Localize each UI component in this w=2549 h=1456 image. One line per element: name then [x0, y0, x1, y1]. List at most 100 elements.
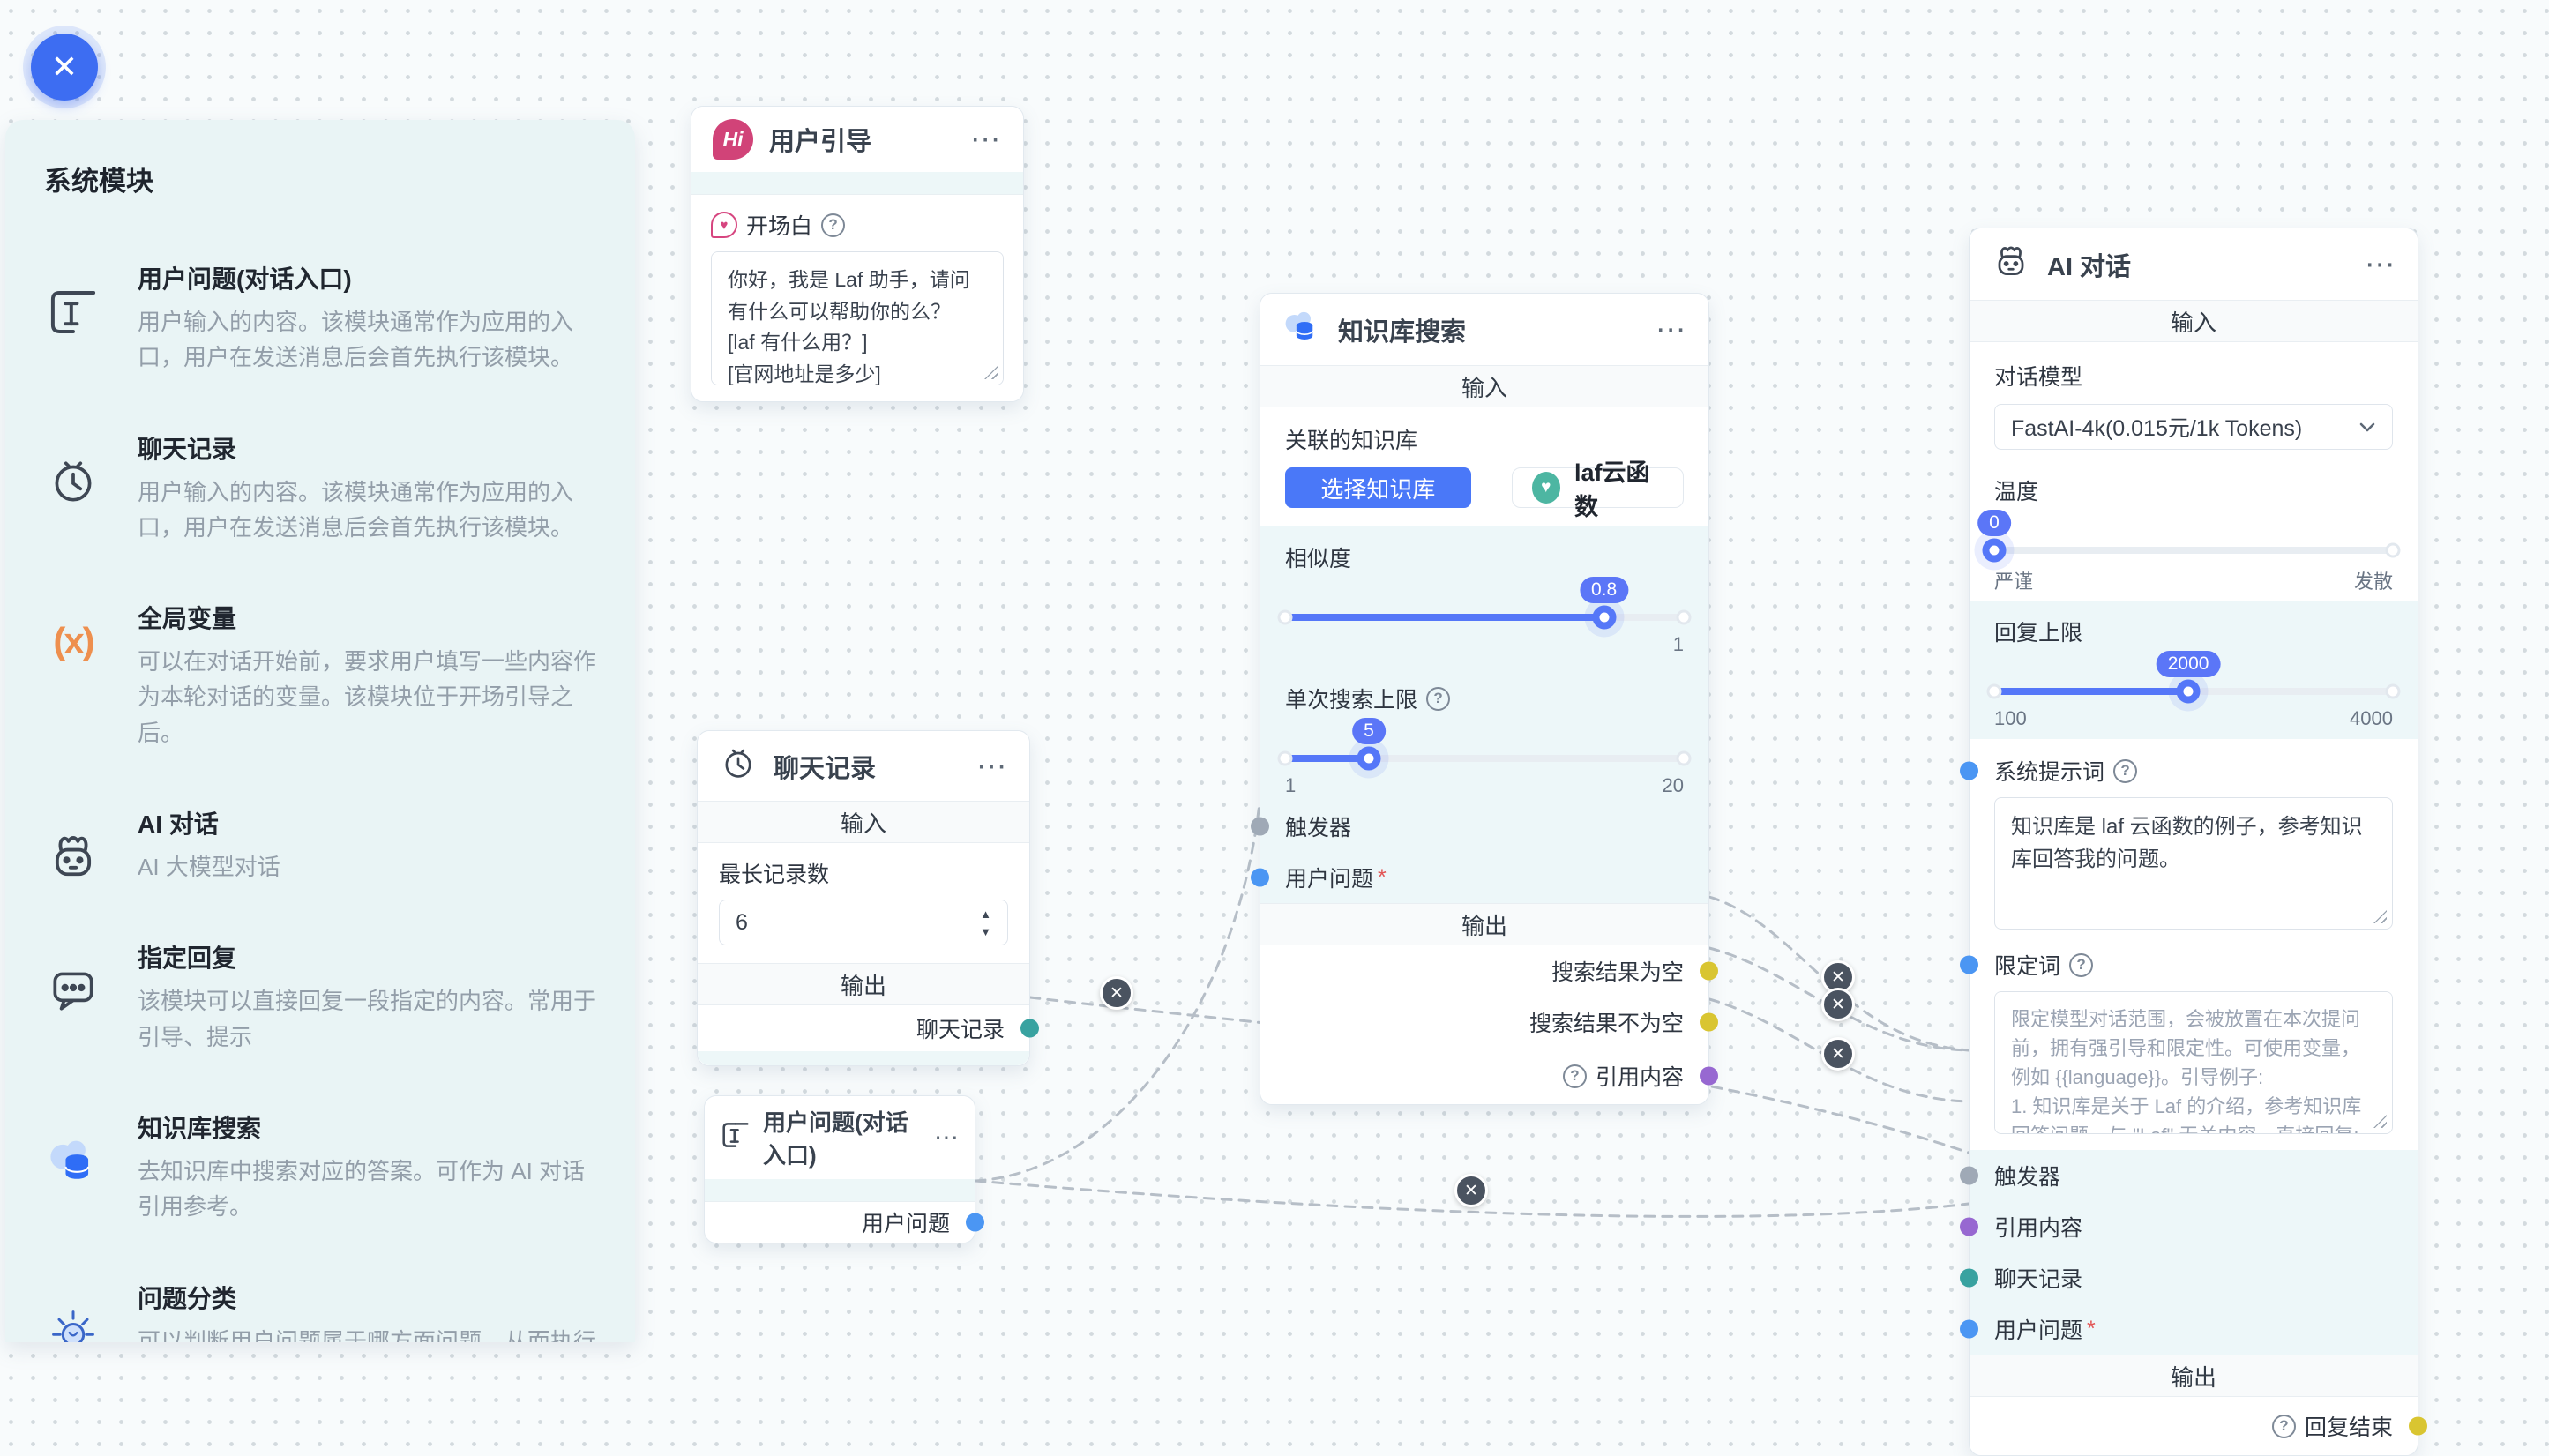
user-question-label: 用户问题 [1994, 1318, 2083, 1343]
node-title: 用户引导 [769, 128, 872, 156]
question-circle-icon[interactable]: ? [2271, 1414, 2296, 1438]
input-port-trigger: 触发器 [1251, 801, 1708, 852]
port-dot-quote[interactable] [1700, 1066, 1718, 1086]
max-tokens-slider-thumb[interactable] [2176, 679, 2201, 704]
port-dot-trigger[interactable] [1960, 1166, 1978, 1185]
node-title: 知识库搜索 [1338, 317, 1467, 347]
port-dot-not-empty[interactable] [1700, 1012, 1718, 1032]
input-port-history: 聊天记录 [1960, 1252, 2418, 1303]
greeting-textarea[interactable]: 你好，我是 Laf 助手，请问有什么可以帮助你的么？ [laf 有什么用？] [… [711, 251, 1004, 385]
sidebar-item-title: 用户问题(对话入口) [138, 265, 352, 293]
question-circle-icon[interactable]: ? [2113, 758, 2138, 783]
port-dot-history-out[interactable] [1020, 1019, 1039, 1038]
limit-prompt-label: 限定词 [1994, 954, 2061, 979]
port-dot-empty[interactable] [1700, 961, 1718, 981]
similarity-max-tick: 1 [1672, 633, 1684, 655]
node-menu-icon[interactable]: ⋯ [1656, 312, 1687, 347]
limit-prompt-textarea[interactable] [1994, 991, 2393, 1134]
node-menu-icon[interactable]: ⋯ [2365, 247, 2396, 281]
sidebar-item-desc: 用户输入的内容。该模块通常作为应用的入口，用户在发送消息后会首先执行该模块。 [138, 309, 574, 371]
question-circle-icon[interactable]: ? [2069, 952, 2094, 977]
close-button[interactable]: ✕ [31, 34, 98, 101]
model-label: 对话模型 [1994, 365, 2083, 390]
delete-connection-button[interactable]: ✕ [1821, 1037, 1855, 1071]
port-dot-quote[interactable] [1960, 1217, 1978, 1236]
port-dot-limit-prompt[interactable] [1960, 955, 1978, 974]
sidebar-item-title: 知识库搜索 [138, 1114, 262, 1142]
search-limit-min-tick: 1 [1285, 774, 1297, 796]
search-limit-slider-thumb[interactable] [1357, 746, 1381, 771]
node-chat-history-header[interactable]: 聊天记录 ⋯ [698, 731, 1029, 801]
header-strip [691, 172, 1023, 195]
max-tokens-min-tick: 100 [1994, 707, 2027, 729]
temperature-slider-thumb[interactable] [1982, 538, 2007, 563]
port-dot-user-question[interactable] [1960, 1319, 1978, 1339]
node-menu-icon[interactable]: ⋯ [976, 749, 1008, 783]
output-section-header: 输出 [1260, 903, 1708, 945]
node-user-question[interactable]: 用户问题(对话入口) ⋯ 用户问题 [704, 1095, 984, 1243]
history-output-label: 聊天记录 [916, 1018, 1005, 1042]
port-dot-user-question-out[interactable] [966, 1213, 984, 1232]
variable-icon: (x) [53, 620, 94, 662]
output-port-quote: ? 引用内容 [1260, 1048, 1718, 1104]
sidebar-item-fixed-reply[interactable]: 指定回复 该模块可以直接回复一段指定的内容。常用于引导、提示 [39, 939, 602, 1055]
node-user-question-header[interactable]: 用户问题(对话入口) ⋯ [705, 1096, 975, 1179]
sidebar-item-global-variable[interactable]: (x) 全局变量 可以在对话开始前，要求用户填写一些内容作为本轮对话的变量。该模… [39, 600, 602, 750]
sidebar-item-ai-chat[interactable]: AI 对话 AI 大模型对话 [39, 805, 602, 885]
kb-tag[interactable]: ♥ laf云函数 [1511, 459, 1684, 520]
lightbulb-icon [39, 1280, 108, 1342]
port-dot-reply-end[interactable] [2409, 1416, 2427, 1436]
node-kb-search[interactable]: 知识库搜索 ⋯ 输入 关联的知识库 选择知识库 ♥ laf云函数 相似度 0.8… [1251, 293, 1718, 1105]
node-user-guide[interactable]: Hi 用户引导 ⋯ ♥ 开场白 ? 你好，我是 Laf 助手，请问有什么可以帮助… [691, 106, 1024, 402]
input-port-user-question: 用户问题* [1960, 1303, 2418, 1355]
sidebar-item-desc: 去知识库中搜索对应的答案。可作为 AI 对话引用参考。 [138, 1157, 586, 1221]
delete-connection-button[interactable]: ✕ [1454, 1174, 1488, 1207]
question-circle-icon[interactable]: ? [1562, 1064, 1587, 1088]
header-strip [705, 1179, 975, 1202]
similarity-slider-thumb[interactable] [1592, 605, 1617, 630]
similarity-slider[interactable]: 0.8 1 [1277, 577, 1692, 656]
node-user-guide-header[interactable]: Hi 用户引导 ⋯ [691, 107, 1023, 172]
max-tokens-slider[interactable]: 2000 100 4000 [1986, 651, 2401, 730]
port-dot-trigger[interactable] [1251, 817, 1269, 836]
input-section-header: 输入 [698, 801, 1029, 843]
question-circle-icon[interactable]: ? [821, 213, 846, 237]
output-port-history: 聊天记录 [698, 1005, 1039, 1051]
wire-kb-notempty-to-ai-trigger [1708, 946, 1970, 1052]
sidebar-item-desc: AI 大模型对话 [138, 854, 280, 881]
sidebar-item-kb-search[interactable]: 知识库搜索 去知识库中搜索对应的答案。可作为 AI 对话引用参考。 [39, 1109, 602, 1225]
knowledge-base-icon [39, 1109, 108, 1189]
system-prompt-textarea[interactable]: 知识库是 laf 云函数的例子，参考知识库回答我的问题。 [1994, 797, 2393, 930]
sidebar-item-question-classify[interactable]: 问题分类 可以判断用户问题属于哪方面问题，从而执行不同的操作。 [39, 1280, 602, 1342]
delete-connection-button[interactable]: ✕ [1100, 976, 1133, 1010]
sidebar-item-user-question[interactable]: 用户问题(对话入口) 用户输入的内容。该模块通常作为应用的入口，用户在发送消息后… [39, 260, 602, 376]
port-dot-history[interactable] [1960, 1268, 1978, 1288]
temperature-label: 温度 [1994, 480, 2039, 504]
wire-kb-quote-to-ai-quote [1708, 997, 1970, 1103]
model-select[interactable]: FastAI-4k(0.015元/1k Tokens) [1994, 404, 2393, 450]
sidebar-item-desc: 可以在对话开始前，要求用户填写一些内容作为本轮对话的变量。该模块位于开场引导之后… [138, 648, 597, 746]
node-ai-chat[interactable]: AI 对话 ⋯ 输入 对话模型 FastAI-4k(0.015元/1k Toke… [1960, 228, 2427, 1456]
node-ai-chat-header[interactable]: AI 对话 ⋯ [1970, 228, 2418, 300]
node-kb-search-header[interactable]: 知识库搜索 ⋯ [1260, 294, 1708, 365]
temperature-slider[interactable]: 0 严谨 发散 [1977, 510, 2401, 594]
robot-icon [1991, 241, 2031, 287]
sidebar-item-chat-history[interactable]: 聊天记录 用户输入的内容。该模块通常作为应用的入口，用户在发送消息后会首先执行该… [39, 430, 602, 546]
search-limit-slider[interactable]: 5 1 20 [1277, 718, 1692, 797]
max-records-input[interactable]: ▲ ▼ [719, 900, 1008, 945]
node-menu-icon[interactable]: ⋯ [934, 1124, 961, 1151]
max-records-value[interactable] [736, 909, 940, 936]
port-dot-system-prompt[interactable] [1960, 761, 1978, 780]
node-menu-icon[interactable]: ⋯ [970, 123, 1002, 156]
output-port-not-empty: 搜索结果不为空 [1260, 997, 1718, 1048]
delete-connection-button[interactable]: ✕ [1821, 988, 1855, 1021]
search-limit-max-tick: 20 [1662, 774, 1684, 796]
question-circle-icon[interactable]: ? [1426, 686, 1451, 711]
node-chat-history[interactable]: 聊天记录 ⋯ 输入 最长记录数 ▲ ▼ 输出 聊天记录 [697, 730, 1039, 1066]
quote-label: 引用内容 [1994, 1216, 2083, 1241]
port-dot-user-question[interactable] [1251, 868, 1269, 887]
input-section-header: 输入 [1970, 300, 2418, 342]
history-label: 聊天记录 [1994, 1267, 2083, 1292]
select-kb-button[interactable]: 选择知识库 [1285, 467, 1471, 508]
number-stepper[interactable]: ▲ ▼ [980, 908, 991, 937]
